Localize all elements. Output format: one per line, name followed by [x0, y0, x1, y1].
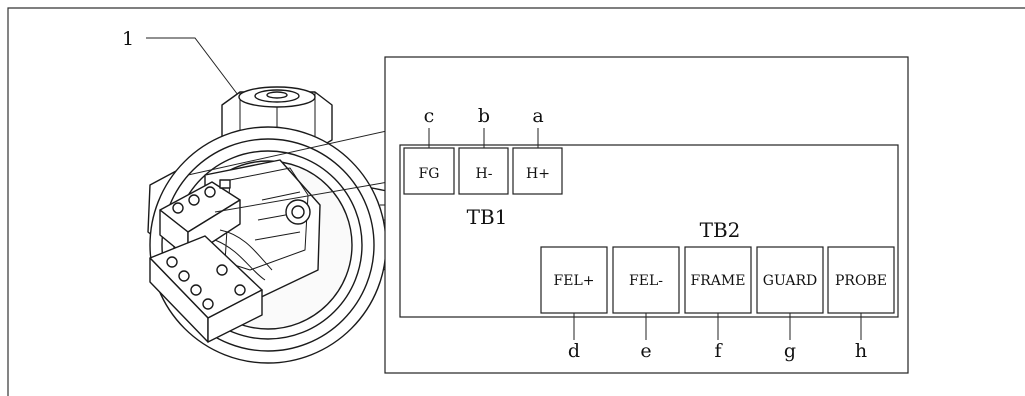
tb2-terminal-fel-plus: [540, 246, 608, 314]
tb2-terminal-label-frame: FRAME: [691, 273, 746, 289]
tb2-terminal-guard: [756, 246, 824, 314]
tb2-letter-e: e: [640, 340, 651, 362]
tb2-letter-g: g: [784, 340, 796, 362]
tb2-terminal-frame: [684, 246, 752, 314]
callout-number: 1: [122, 28, 134, 50]
tb2-terminal-label-guard: GUARD: [763, 273, 817, 289]
tb2-group: TB2 FEL+ d FEL- e FRAME f GUARD g PROBE …: [540, 218, 895, 362]
tb1-letter-a: a: [532, 105, 543, 127]
tb1-terminal-h-minus: [458, 147, 509, 195]
transmitter-housing-illustration: [147, 86, 393, 364]
tb1-group: c FG b H- a H+ TB1: [403, 105, 563, 229]
tb2-letter-h: h: [855, 340, 867, 362]
tb2-letter-f: f: [714, 340, 723, 362]
tb2-title: TB2: [700, 218, 741, 242]
tb2-terminal-fel-minus: [612, 246, 680, 314]
tb2-terminal-label-probe: PROBE: [835, 273, 887, 289]
tb2-letter-d: d: [568, 340, 580, 362]
tb2-terminal-probe: [827, 246, 895, 314]
tb1-letter-c: c: [424, 105, 435, 127]
figure-frame: [7, 7, 1025, 396]
tb1-title: TB1: [467, 205, 508, 229]
tb1-terminal-h-plus: [512, 147, 563, 195]
tb1-terminal-label-h-plus: H+: [526, 166, 550, 182]
tb1-terminal-label-fg: FG: [419, 166, 440, 182]
tb1-terminal-fg: [403, 147, 455, 195]
tb2-terminal-label-fel-minus: FEL-: [629, 273, 663, 289]
callout-leader-line: [146, 37, 239, 96]
tb1-letter-b: b: [478, 105, 490, 127]
tb1-terminal-label-h-minus: H-: [476, 166, 493, 182]
tb2-terminal-label-fel-plus: FEL+: [554, 273, 595, 289]
callout-1: 1: [122, 28, 239, 96]
magnifier-lines: [187, 127, 401, 213]
